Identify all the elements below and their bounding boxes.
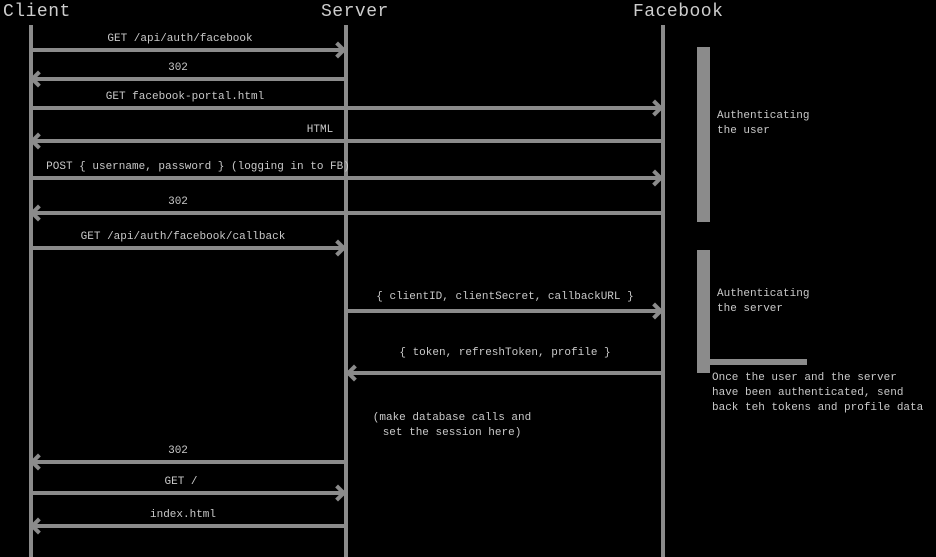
message-line	[32, 77, 346, 81]
message-line	[32, 176, 663, 180]
message-label: { clientID, clientSecret, callbackURL }	[376, 291, 634, 303]
bracket-bar-user-auth	[697, 47, 710, 222]
message-label: GET /api/auth/facebook/callback	[80, 231, 286, 243]
message-line	[32, 211, 663, 215]
message-label: POST { username, password } (logging in …	[46, 161, 350, 173]
message-line	[32, 460, 346, 464]
annotation-authenticating-server: Authenticating the server	[717, 288, 810, 315]
lifeline-facebook	[661, 25, 665, 557]
message-line	[348, 371, 663, 375]
message-line	[32, 246, 346, 250]
message-label: GET /api/auth/facebook	[107, 33, 253, 45]
annotation-summary: Once the user and the server have been a…	[712, 372, 924, 414]
bracket-bar-server-auth	[697, 250, 710, 373]
lifeline-server	[344, 25, 348, 557]
message-label: HTML	[306, 124, 334, 136]
message-label: { token, refreshToken, profile }	[399, 347, 611, 359]
actor-label-facebook: Facebook	[633, 2, 724, 22]
message-label: 302	[168, 62, 188, 74]
message-line	[348, 309, 663, 313]
message-line	[32, 48, 346, 52]
actor-label-server: Server	[321, 2, 389, 22]
message-label: 302	[168, 445, 188, 457]
message-label: 302	[168, 196, 188, 208]
note-text: (make database calls and set the session…	[372, 412, 532, 439]
message-line	[32, 106, 663, 110]
message-line	[32, 139, 663, 143]
annotation-authenticating-user: Authenticating the user	[717, 110, 810, 137]
message-line	[32, 491, 346, 495]
actor-label-client: Client	[3, 2, 71, 22]
message-line	[32, 524, 346, 528]
arrowhead-left-icon	[345, 364, 363, 382]
lifeline-client	[29, 25, 33, 557]
message-label: index.html	[149, 509, 217, 521]
message-label: GET facebook-portal.html	[105, 91, 265, 103]
message-label: GET /	[164, 476, 198, 488]
bracket-bar-summary	[697, 359, 807, 365]
